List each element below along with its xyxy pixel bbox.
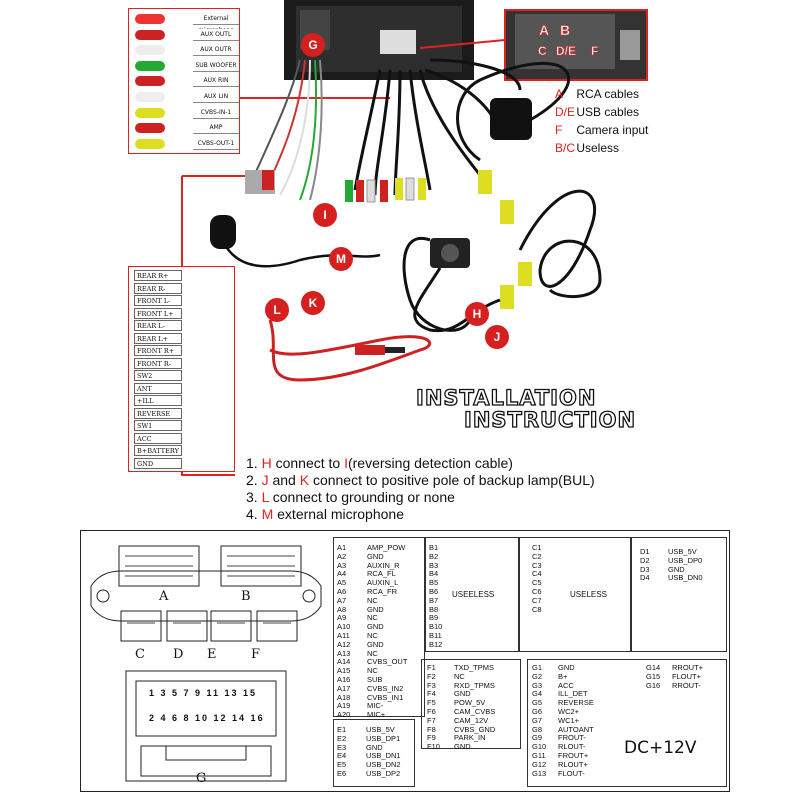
pinout-panel: A B C D E F G 1 3 5 7 9 11 13 15 2 4 6 8… bbox=[80, 530, 730, 792]
pinbox-d: D1 D2 D3 D4 USB_5V USB_DP0 GND USB_DN0 bbox=[631, 537, 727, 652]
wire-label: FRONT R- bbox=[134, 357, 182, 369]
wire-label: FRONT L+ bbox=[134, 307, 182, 319]
title-instruction: INSTRUCTION bbox=[463, 407, 637, 432]
pin-d-names: USB_5V USB_DP0 GND USB_DN0 bbox=[668, 547, 703, 583]
wire-color-list: REAR R+REAR R-FRONT L-FRONT L+REAR L-REA… bbox=[128, 266, 235, 472]
pin-c-label: USELESS bbox=[570, 590, 607, 599]
callout-g: G bbox=[301, 33, 325, 57]
rca-plug-icon bbox=[135, 107, 165, 118]
connector-label-f: F bbox=[251, 647, 261, 662]
note-1: 1. H connect to I(reversing detection ca… bbox=[246, 455, 513, 471]
wiring-harness-illustration bbox=[181, 0, 648, 476]
wire-label: REAR R- bbox=[134, 282, 182, 294]
rca-plug-icon bbox=[135, 29, 165, 40]
rca-label: AUX RIN bbox=[193, 75, 239, 88]
connector-label-e: E bbox=[207, 647, 217, 662]
pin-a-ids: A1 A2 A3 A4 A5 A6 A7 A8 A9 A10 A11 A12 A… bbox=[337, 543, 351, 720]
rca-label: AUX OUTL bbox=[193, 28, 239, 41]
callout-j: J bbox=[485, 325, 509, 349]
pin-c-ids: C1 C2 C3 C4 C5 C6 C7 C8 bbox=[532, 543, 542, 614]
pin-e-names: USB_5V USB_DP1 GND USB_DN1 USB_DN2 USB_D… bbox=[366, 725, 401, 778]
rca-labels-panel: External microphoneAUX OUTL AUX OUTR SUB W… bbox=[128, 8, 240, 154]
pinbox-c: C1 C2 C3 C4 C5 C6 C7 C8 USELESS bbox=[519, 537, 631, 652]
rca-plug-icon bbox=[135, 14, 165, 24]
pinbox-a: A1 A2 A3 A4 A5 A6 A7 A8 A9 A10 A11 A12 A… bbox=[333, 537, 425, 720]
installation-notes: 1. H connect to I(reversing detection ca… bbox=[246, 455, 595, 523]
pin-d-ids: D1 D2 D3 D4 bbox=[640, 547, 650, 583]
rca-plug-icon bbox=[135, 123, 165, 134]
wire-label: ACC bbox=[134, 432, 182, 444]
connector-label-g: G bbox=[196, 771, 207, 786]
rca-plug-icon bbox=[135, 92, 165, 102]
pin-b-ids: B1 B2 B3 B4 B5 B6 B7 B8 B9 B10 B11 B12 bbox=[429, 543, 443, 649]
wire-label: REAR L- bbox=[134, 320, 182, 331]
legend-row: F Camera input bbox=[555, 123, 649, 137]
conn-letter-de: D/E bbox=[556, 44, 577, 59]
connector-label-a: A bbox=[159, 589, 169, 604]
wire-label: REVERSE bbox=[134, 407, 182, 419]
note-4: 4. M external microphone bbox=[246, 506, 404, 522]
connector-drawing bbox=[90, 545, 322, 782]
wire-label: SW2 bbox=[134, 370, 182, 381]
pinbox-f: F1 F2 F3 F4 F5 F6 F7 F8 F9 F10 TXD_TPMS … bbox=[421, 659, 521, 752]
rca-label: SUB WOOFER bbox=[193, 59, 239, 72]
callout-m: M bbox=[329, 247, 353, 271]
conn-letter-a: A bbox=[539, 22, 550, 39]
pin-g2-names: RROUT+ FLOUT+ RROUT- bbox=[672, 663, 704, 690]
conn-letter-c: C bbox=[538, 44, 547, 59]
rca-label: AMP bbox=[193, 122, 239, 135]
pin-f-names: TXD_TPMS NC RXD_TPMS GND POW_5V CAM_CVBS… bbox=[454, 663, 496, 752]
callout-k: K bbox=[301, 291, 325, 315]
callout-h: H bbox=[465, 302, 489, 326]
wire-label: +ILL bbox=[134, 395, 182, 406]
pin-g2-ids: G14 G15 G16 bbox=[646, 663, 661, 690]
wire-label: REAR R+ bbox=[134, 270, 182, 281]
note-2: 2. J and K connect to positive pole of b… bbox=[246, 472, 595, 488]
pinbox-e: E1 E2 E3 E4 E5 E6 USB_5V USB_DP1 GND USB… bbox=[333, 719, 415, 787]
wire-label: REAR L+ bbox=[134, 332, 182, 344]
rca-label: CVBS-IN-1 bbox=[193, 106, 239, 119]
legend-row: A RCA cables bbox=[555, 87, 640, 101]
wire-label: ANT bbox=[134, 382, 182, 394]
callout-l: L bbox=[265, 298, 289, 322]
title-installation: INSTALLATION bbox=[415, 385, 597, 410]
legend-row: B/C Useless bbox=[555, 141, 620, 155]
wire-label: GND bbox=[134, 457, 182, 469]
dc-voltage-label: DC+12V bbox=[624, 738, 697, 758]
legend-row: D/E USB cables bbox=[555, 105, 640, 119]
conn-letter-f: F bbox=[591, 44, 599, 59]
pinbox-b: B1 B2 B3 B4 B5 B6 B7 B8 B9 B10 B11 B12 U… bbox=[425, 537, 519, 652]
pinbox-g: G1 G2 G3 G4 G5 G6 G7 G8 G9 G10 G11 G12 G… bbox=[527, 659, 727, 787]
rca-label: AUX LIN bbox=[193, 91, 239, 103]
conn-letter-b: B bbox=[560, 22, 571, 39]
rca-plug-icon bbox=[135, 76, 165, 87]
pin-g-names: GND B+ ACC ILL_DET REVERSE WC2+ WC1+ AUT… bbox=[558, 663, 594, 778]
callout-i: I bbox=[313, 203, 337, 227]
gps-antenna bbox=[490, 98, 532, 140]
wire-label: SW1 bbox=[134, 420, 182, 431]
g-pins-bottom: 2 4 6 8 10 12 14 16 bbox=[149, 713, 265, 723]
connector-label-d: D bbox=[173, 647, 184, 662]
pin-a-names: AMP_POW GND AUXIN_R RCA_FL AUXIN_L RCA_F… bbox=[367, 543, 408, 720]
g-pins-top: 1 3 5 7 9 11 13 15 bbox=[149, 688, 258, 698]
rca-plug-icon bbox=[135, 45, 165, 56]
rca-label: External microphone bbox=[193, 13, 239, 34]
note-3: 3. L connect to grounding or none bbox=[246, 489, 455, 505]
wire-label: B+BATTERY bbox=[134, 445, 182, 456]
pin-f-ids: F1 F2 F3 F4 F5 F6 F7 F8 F9 F10 bbox=[427, 663, 440, 752]
connector-label-b: B bbox=[241, 589, 251, 604]
pin-g-ids: G1 G2 G3 G4 G5 G6 G7 G8 G9 G10 G11 G12 G… bbox=[532, 663, 547, 778]
pin-e-ids: E1 E2 E3 E4 E5 E6 bbox=[337, 725, 347, 778]
rca-label: CVBS-OUT-1 bbox=[193, 137, 239, 150]
connector-legend: A RCA cables D/E USB cables F Camera inp… bbox=[555, 85, 675, 157]
wire-label: FRONT R+ bbox=[134, 345, 182, 356]
pin-b-label: USEELESS bbox=[452, 590, 495, 599]
wire-label: FRONT L- bbox=[134, 295, 182, 306]
connector-label-c: C bbox=[135, 647, 145, 662]
rca-plug-icon bbox=[135, 60, 165, 71]
microphone bbox=[210, 215, 236, 249]
rca-plug-icon bbox=[135, 138, 165, 149]
rca-label: AUX OUTR bbox=[193, 44, 239, 57]
